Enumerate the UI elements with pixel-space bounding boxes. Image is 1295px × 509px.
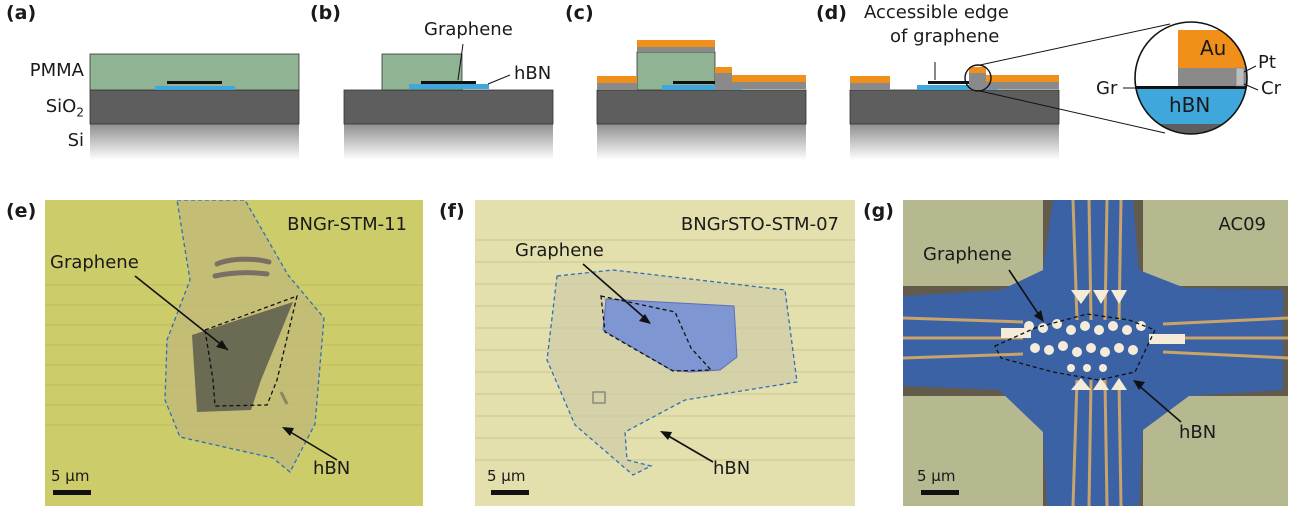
inset-pt-label: Pt bbox=[1258, 52, 1276, 73]
panel-label-e: (e) bbox=[6, 200, 37, 222]
graphene-label-g: Graphene bbox=[923, 244, 1012, 265]
inset-cr-label: Cr bbox=[1261, 78, 1281, 99]
scale-bar-e bbox=[53, 490, 91, 495]
schematic-figure bbox=[89, 21, 1259, 160]
panel-label-a: (a) bbox=[6, 2, 37, 24]
graphene-label-f: Graphene bbox=[515, 240, 604, 261]
micrograph-g-drawing bbox=[903, 200, 1288, 506]
hbn-label-b: hBN bbox=[514, 63, 552, 84]
schematic-c bbox=[596, 40, 807, 160]
micrograph-e: BNGr-STM-11 Graphene hBN 5 µm bbox=[45, 200, 423, 506]
sio2-label: SiO2 bbox=[45, 96, 84, 120]
scale-bar-g bbox=[921, 490, 959, 495]
micrograph-f-drawing bbox=[475, 200, 855, 506]
scale-label-f: 5 µm bbox=[487, 467, 526, 485]
micrograph-g: AC09 Graphene hBN 5 µm bbox=[903, 200, 1288, 506]
accessible-edge-label-line1: Accessible edge bbox=[864, 2, 1009, 23]
accessible-edge-label-line2: of graphene bbox=[890, 26, 1000, 47]
sample-name-e: BNGr-STM-11 bbox=[287, 214, 407, 235]
si-label: Si bbox=[67, 130, 84, 151]
pmma-label: PMMA bbox=[29, 60, 84, 81]
panel-label-c: (c) bbox=[565, 2, 594, 24]
micrograph-e-drawing bbox=[45, 200, 423, 506]
schematic-b bbox=[343, 43, 554, 160]
graphene-label-b: Graphene bbox=[424, 19, 513, 40]
hbn-label-f: hBN bbox=[713, 458, 751, 479]
scale-label-e: 5 µm bbox=[51, 467, 90, 485]
sample-name-g: AC09 bbox=[1218, 214, 1266, 235]
schematic-d bbox=[849, 23, 1171, 160]
micrograph-f: BNGrSTO-STM-07 Graphene hBN 5 µm bbox=[475, 200, 855, 506]
panel-label-g: (g) bbox=[863, 200, 894, 222]
scale-label-g: 5 µm bbox=[917, 467, 956, 485]
sample-name-f: BNGrSTO-STM-07 bbox=[680, 214, 839, 235]
inset-gr-label: Gr bbox=[1096, 78, 1118, 99]
graphene-label-e: Graphene bbox=[50, 252, 139, 273]
panel-label-f: (f) bbox=[439, 200, 465, 222]
schematic-a bbox=[89, 53, 300, 160]
hbn-label-e: hBN bbox=[313, 458, 351, 479]
inset-hbn-label: hBN bbox=[1169, 93, 1211, 117]
hbn-label-g: hBN bbox=[1179, 422, 1217, 443]
panel-label-b: (b) bbox=[310, 2, 341, 24]
scale-bar-f bbox=[491, 490, 529, 495]
panel-label-d: (d) bbox=[816, 2, 847, 24]
inset-au-label: Au bbox=[1200, 36, 1227, 60]
